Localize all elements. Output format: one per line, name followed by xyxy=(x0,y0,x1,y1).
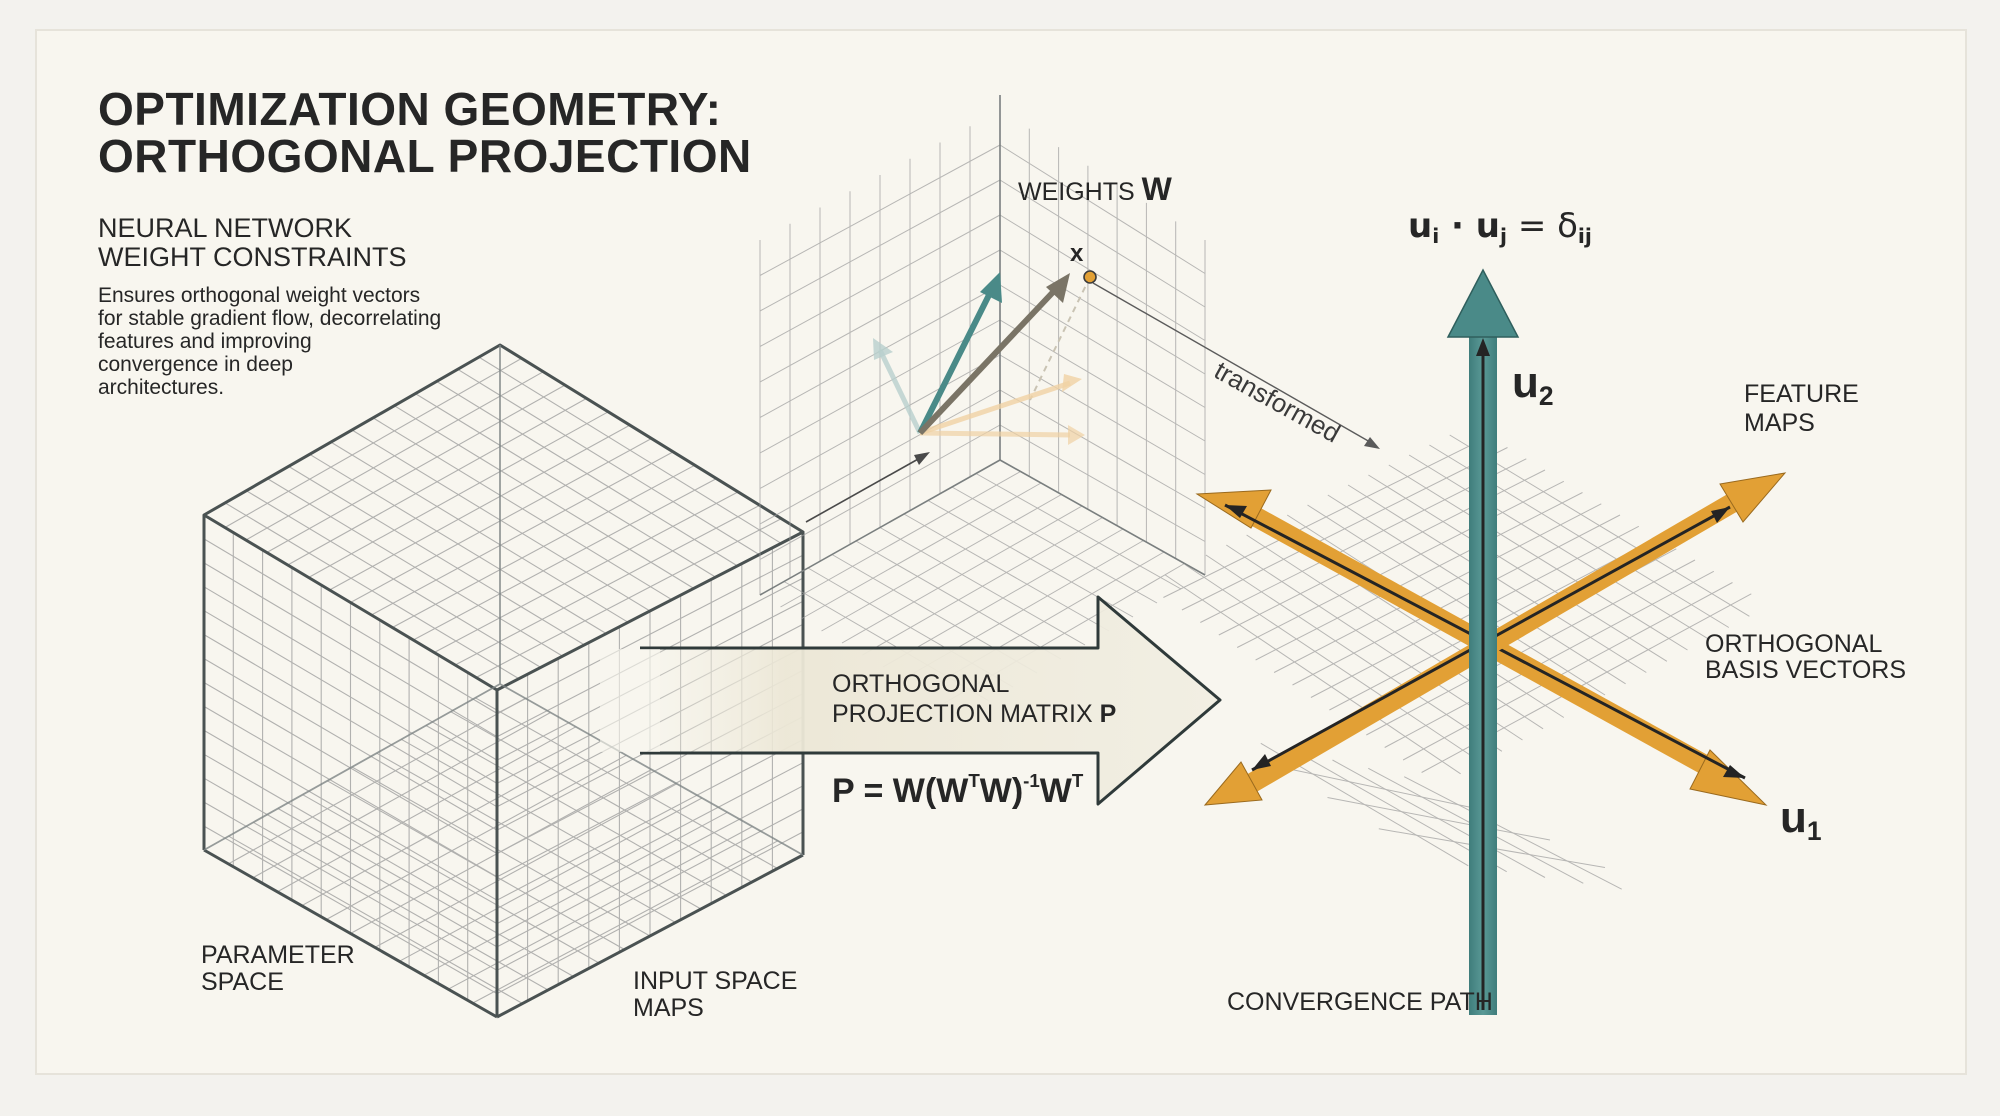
teal-weight-vector xyxy=(917,272,1002,435)
formula-inverse: -1 xyxy=(1023,770,1040,791)
eq-dot-u: · u xyxy=(1439,206,1501,246)
formula-part-b: W) xyxy=(979,771,1024,810)
subtitle-line-2: WEIGHT CONSTRAINTS xyxy=(98,242,407,272)
faded-vectors xyxy=(873,338,1085,445)
basis-vectors-line-1: ORTHOGONAL xyxy=(1705,630,1883,658)
projection-title-line-1: ORTHOGONAL xyxy=(832,670,1010,698)
weights-3d-axes xyxy=(759,95,1380,704)
projection-arrow xyxy=(600,595,1222,806)
u2-vector xyxy=(1446,268,1520,1015)
title-line-1: OPTIMIZATION GEOMETRY: xyxy=(98,83,722,135)
u1-label: u1 xyxy=(1780,793,1822,847)
feature-maps-line-1: FEATURE xyxy=(1744,380,1859,408)
eq-sub-j: j xyxy=(1500,224,1508,249)
projection-formula: P = W(WTW)-1WT xyxy=(832,770,1083,811)
description-line-5: architectures. xyxy=(98,376,225,399)
parameter-space-line-1: PARAMETER xyxy=(201,941,355,969)
cube-grid-lines xyxy=(203,356,804,1004)
cube-edges xyxy=(202,343,805,1019)
formula-part-c: W xyxy=(1039,771,1072,810)
formula-transpose-1: T xyxy=(968,770,980,791)
input-space-line-1: INPUT SPACE xyxy=(633,967,798,995)
orthonormality-equation: ui · uj = δij xyxy=(1408,206,1592,248)
x-label: x xyxy=(1070,240,1084,267)
orthogonal-basis-diagram xyxy=(1163,268,1787,1015)
parameter-space-cube xyxy=(202,343,805,1019)
basis-vectors-line-2: BASIS VECTORS xyxy=(1705,656,1906,684)
subtitle-line-1: NEURAL NETWORK xyxy=(98,213,353,243)
description-line-4: convergence in deep xyxy=(98,353,293,376)
projection-title-text: PROJECTION MATRIX xyxy=(832,700,1093,728)
weights-text: WEIGHTS xyxy=(1018,178,1135,206)
title-line-2: ORTHOGONAL PROJECTION xyxy=(98,130,752,182)
transformed-arrow xyxy=(1092,282,1380,449)
formula-transpose-2: T xyxy=(1071,770,1084,791)
description-line-3: features and improving xyxy=(98,330,312,353)
u2-base: u xyxy=(1512,358,1539,407)
u2-label: u2 xyxy=(1512,358,1554,412)
weights-symbol: W xyxy=(1141,171,1172,207)
eq-delta: = δ xyxy=(1507,206,1578,246)
description-line-1: Ensures orthogonal weight vectors xyxy=(98,284,421,307)
cube-hidden-edges xyxy=(203,345,804,856)
input-space-line-2: MAPS xyxy=(633,994,704,1022)
eq-sub-i: i xyxy=(1432,224,1440,249)
weights-label: WEIGHTS W xyxy=(1018,173,1172,206)
projection-symbol: P xyxy=(1099,700,1117,728)
projection-dashed-line xyxy=(1029,276,1091,401)
formula-part-a: P = W(W xyxy=(832,771,969,810)
parameter-space-line-2: SPACE xyxy=(201,968,284,996)
convergence-path-label: CONVERGENCE PATH xyxy=(1227,988,1493,1016)
eq-u-i: u xyxy=(1408,206,1433,246)
u1-base: u xyxy=(1780,793,1807,842)
description-line-2: for stable gradient flow, decorrelating xyxy=(98,307,442,330)
x-vector xyxy=(917,273,1070,436)
projection-title-line-2: PROJECTION MATRIX P xyxy=(832,700,1116,728)
u1-sub: 1 xyxy=(1806,815,1822,846)
feature-maps-line-2: MAPS xyxy=(1744,409,1815,437)
eq-sub-ij: ij xyxy=(1577,224,1592,249)
u2-sub: 2 xyxy=(1538,380,1554,411)
x-point xyxy=(1083,270,1097,284)
input-arrow xyxy=(805,452,930,523)
